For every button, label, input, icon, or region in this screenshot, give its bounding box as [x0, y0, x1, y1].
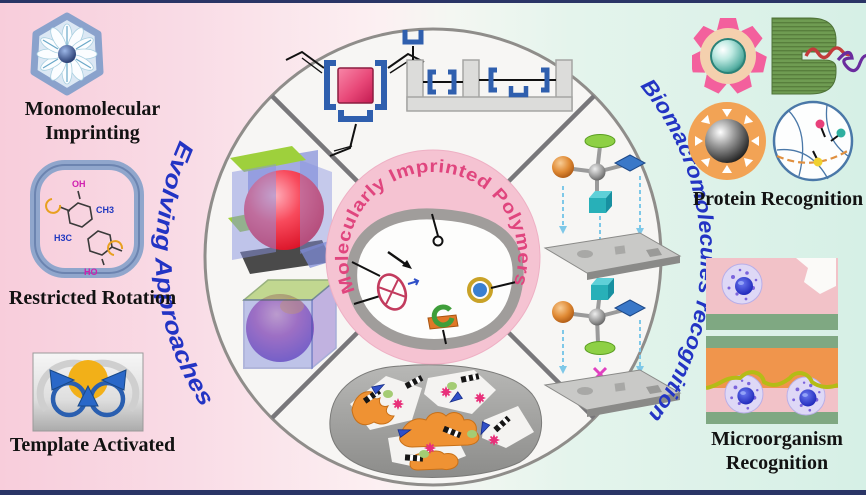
polymer-matrix-icon	[329, 364, 543, 478]
template-activated-icon	[32, 352, 144, 432]
svg-text:HO: HO	[84, 267, 98, 277]
quadrant-dividers	[270, 94, 596, 420]
micelle-hexagon-icon	[30, 12, 104, 96]
svg-text:CH3: CH3	[96, 205, 114, 215]
label-template-activated: Template Activated	[9, 434, 176, 456]
svg-text:H3C: H3C	[54, 233, 73, 243]
svg-text:OH: OH	[72, 179, 86, 189]
cell-imprint-cavity-icon	[706, 258, 838, 330]
nanoparticle-ring-icon	[688, 102, 766, 180]
packing-cubes-icon	[228, 146, 342, 370]
virus-particle-icon	[692, 18, 767, 94]
label-microorganism-recognition: Microorganism Recognition	[711, 428, 843, 474]
imprinted-cavity-icon	[346, 208, 524, 350]
label-restricted-rotation: Restricted Rotation	[8, 287, 177, 309]
polymer-channel-icon	[402, 30, 573, 112]
macrocycle-chemicals-icon: OH H3C CH3 HO	[30, 160, 144, 278]
surface-imprinting-icon	[543, 134, 682, 417]
template-molecule-icon	[376, 273, 408, 311]
top-frame-line	[0, 0, 866, 3]
protein-ribbon-block-icon	[771, 17, 866, 95]
membrane-capture-icon	[706, 336, 838, 424]
functional-monomers-icon	[285, 30, 573, 157]
label-protein-recognition: Protein Recognition	[692, 188, 864, 210]
cell-membrane-icon	[772, 100, 854, 182]
label-monomolecular-imprinting: Monomolecular Imprinting	[24, 98, 161, 144]
bottom-frame-line	[0, 490, 866, 495]
